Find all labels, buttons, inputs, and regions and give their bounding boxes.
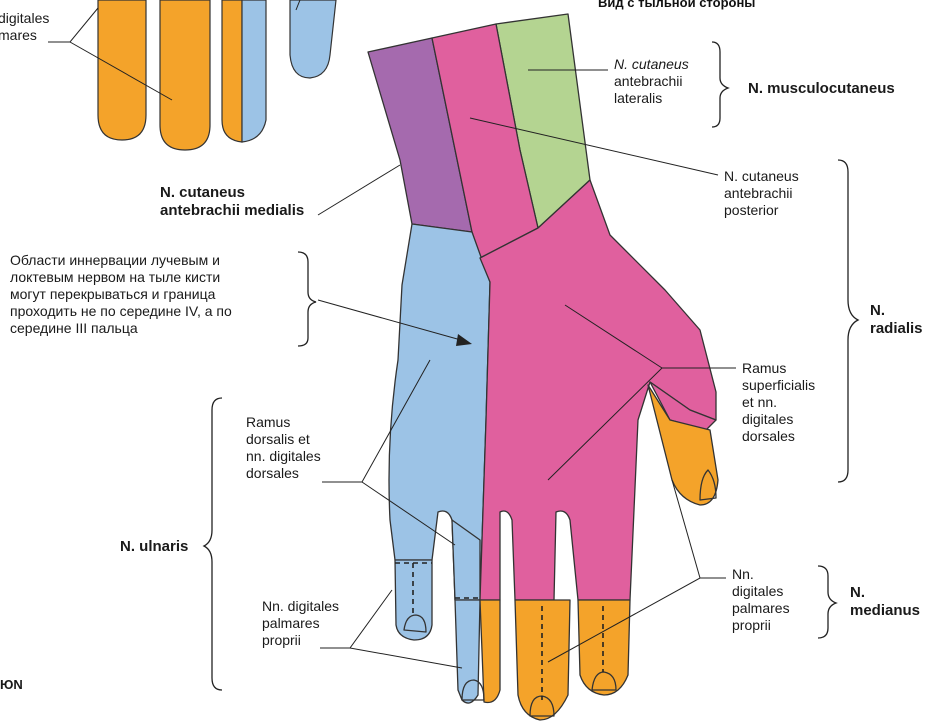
label-ramus-superficialis: Ramus superficialis et nn. digitales dor…	[742, 360, 815, 445]
finger-ring-tip-blue	[455, 600, 480, 703]
inset-hand	[98, 0, 336, 150]
brace-musculocutaneus	[712, 42, 728, 127]
brace-overlap-note	[298, 252, 316, 346]
view-title: Вид с тыльной стороны	[598, 0, 755, 10]
inset-nerve-label: digitales mares	[0, 10, 49, 44]
label-cut-ant-med: N. cutaneus antebrachii medialis	[160, 184, 304, 220]
label-overlap-note: Области иннервации лучевым и локтевым не…	[10, 252, 232, 337]
zone-radial-dorsal	[480, 180, 716, 600]
label-digit-pal-right: Nn. digitales palmares proprii	[732, 566, 790, 634]
brace-radialis	[838, 160, 858, 482]
finger-ring-orange	[480, 600, 500, 703]
inset-finger-1	[98, 0, 146, 140]
label-digit-pal-left: Nn. digitales palmares proprii	[262, 598, 339, 649]
publisher-logo: ЮN	[0, 676, 23, 693]
label-medianus: N. medianus	[850, 584, 920, 620]
label-ramus-dorsalis: Ramus dorsalis et nn. digitales dorsales	[246, 414, 321, 482]
inset-finger-3-blue	[242, 0, 266, 142]
label-cut-ant-post: N. cutaneus antebrachii posterior	[724, 168, 799, 219]
label-radialis: N. radialis	[870, 302, 923, 338]
inset-finger-3-orange	[222, 0, 242, 142]
brace-ulnaris	[204, 398, 222, 690]
brace-medianus	[818, 566, 836, 638]
inset-finger-4	[290, 0, 336, 78]
inset-finger-2	[160, 0, 210, 150]
label-cut-ant-lat: N. cutaneus antebrachii lateralis	[614, 56, 689, 107]
main-hand	[368, 14, 718, 720]
finger-index-orange	[578, 600, 630, 695]
label-musculocutaneus: N. musculocutaneus	[748, 80, 895, 98]
label-ulnaris: N. ulnaris	[120, 538, 188, 556]
